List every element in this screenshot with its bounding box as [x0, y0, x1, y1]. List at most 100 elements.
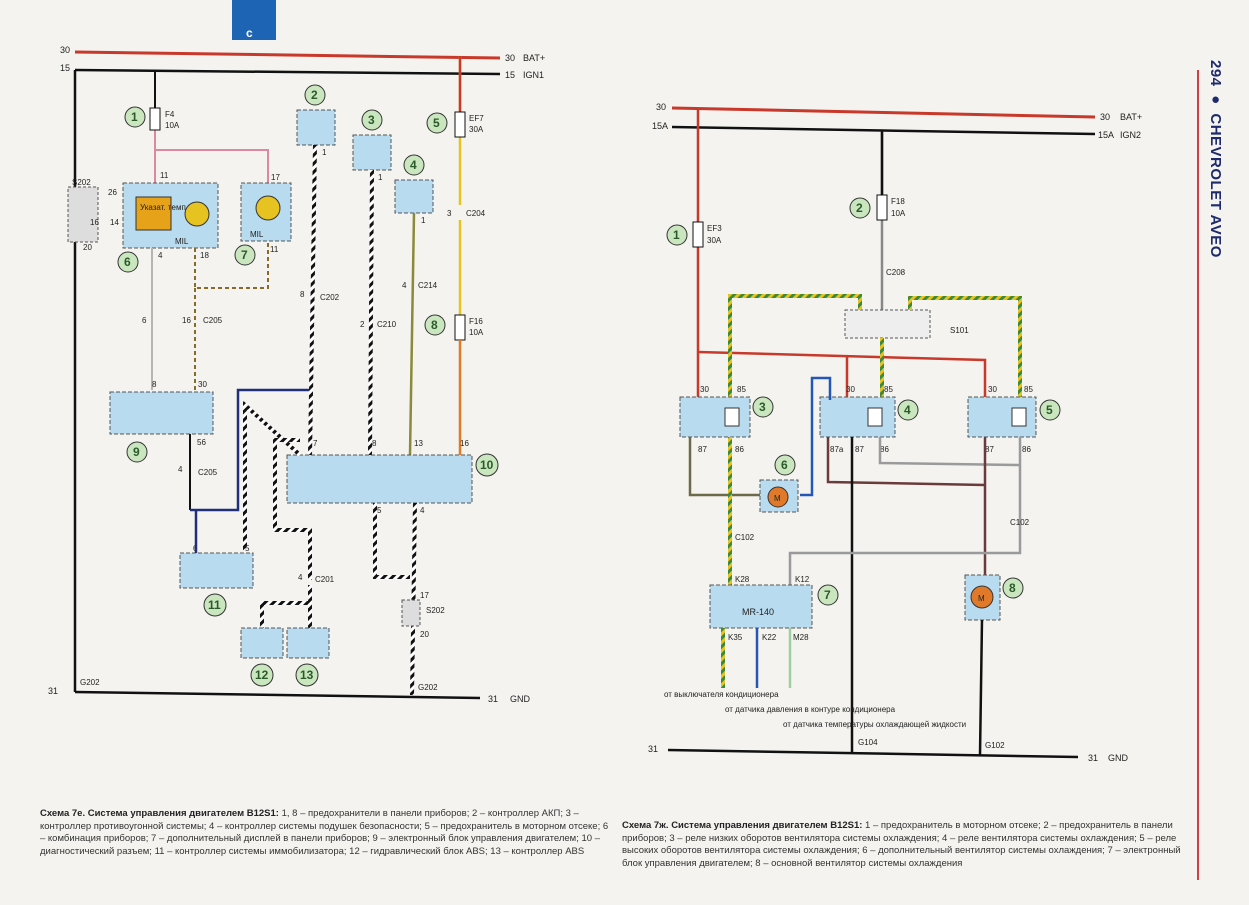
mil-lamp-1 — [184, 201, 210, 227]
left-g202-l: G202 — [80, 678, 100, 687]
svg-text:85: 85 — [884, 385, 893, 394]
svg-text:C214: C214 — [418, 281, 438, 290]
left-bus-15 — [74, 68, 501, 76]
caption-left-title: Схема 7е. Система управления двигателем … — [40, 808, 279, 819]
badge-l12 — [250, 663, 274, 687]
svg-text:20: 20 — [420, 630, 429, 639]
svg-text:K28: K28 — [735, 575, 750, 584]
fuse-f16 — [454, 314, 466, 341]
svg-text:5: 5 — [433, 116, 440, 130]
svg-text:1: 1 — [322, 148, 327, 157]
s202-label-left: S202 — [72, 178, 91, 187]
svg-text:4: 4 — [178, 465, 183, 474]
svg-text:8: 8 — [431, 318, 438, 332]
ecu-mr140-box — [709, 584, 813, 629]
svg-text:16: 16 — [90, 218, 99, 227]
svg-text:13: 13 — [414, 439, 423, 448]
badge-l5 — [426, 112, 448, 134]
fuse-ef7 — [454, 111, 466, 138]
right-bus-30 — [671, 106, 1096, 119]
badge-l11 — [203, 593, 227, 617]
antitheft-controller-box — [352, 134, 392, 171]
svg-text:56: 56 — [197, 438, 206, 447]
main-fan-motor — [970, 585, 994, 609]
svg-text:5: 5 — [245, 544, 250, 553]
svg-text:14: 14 — [110, 218, 119, 227]
svg-text:G104: G104 — [858, 738, 878, 747]
svg-text:1: 1 — [421, 216, 426, 225]
left-bus15-r: 15 — [505, 70, 515, 80]
left-gnd-r: 31 — [488, 694, 498, 704]
svg-text:4: 4 — [420, 506, 425, 515]
badge-l10 — [475, 453, 499, 477]
svg-text:15A: 15A — [1098, 130, 1114, 140]
left-gnd-l: 31 — [48, 686, 58, 696]
svg-text:30: 30 — [198, 380, 207, 389]
temp-gauge-label: Указат. темп. — [140, 203, 188, 212]
svg-text:3: 3 — [759, 400, 766, 414]
badge-l1 — [124, 106, 146, 128]
svg-text:C205: C205 — [203, 316, 223, 325]
svg-text:16: 16 — [182, 316, 191, 325]
svg-text:K12: K12 — [795, 575, 810, 584]
left-bus30-r: 30 — [505, 53, 515, 63]
svg-text:4: 4 — [904, 403, 911, 417]
mil-lamp-2 — [255, 195, 281, 221]
svg-text:30: 30 — [700, 385, 709, 394]
left-g202-r: G202 — [418, 683, 438, 692]
svg-text:18: 18 — [200, 251, 209, 260]
caption-left: Схема 7е. Система управления двигателем … — [40, 808, 615, 858]
left-diagram: 30 15 30 BAT+ 15 IGN1 31 G202 31 GND G20… — [48, 45, 545, 704]
svg-text:30: 30 — [988, 385, 997, 394]
svg-text:C208: C208 — [886, 268, 906, 277]
right-diagram: 30 15A 30 BAT+ 15A IGN2 31 31 GND G104 G… — [648, 102, 1142, 763]
svg-text:S202: S202 — [426, 606, 445, 615]
svg-text:4: 4 — [410, 158, 417, 172]
svg-text:86: 86 — [880, 445, 889, 454]
atc-controller-box — [296, 109, 336, 146]
svg-text:K35: K35 — [728, 633, 743, 642]
fuse-f4-rating: 10A — [165, 121, 180, 130]
svg-text:2: 2 — [856, 201, 863, 215]
svg-text:20: 20 — [83, 243, 92, 252]
svg-text:K22: K22 — [762, 633, 777, 642]
brand-name: CHEVROLET AVEO — [1207, 113, 1224, 258]
badge-l6 — [117, 251, 139, 273]
svg-text:31: 31 — [1088, 753, 1098, 763]
svg-text:6: 6 — [781, 458, 788, 472]
tab-letter: c — [246, 26, 253, 40]
svg-text:86: 86 — [735, 445, 744, 454]
badge-r8 — [1002, 577, 1024, 599]
svg-text:17: 17 — [420, 591, 429, 600]
svg-text:3: 3 — [447, 209, 452, 218]
svg-text:2: 2 — [360, 320, 365, 329]
svg-text:M: M — [978, 594, 985, 603]
svg-text:C210: C210 — [377, 320, 397, 329]
page-header-text: 294 ● CHEVROLET AVEO — [1207, 60, 1224, 258]
abs-controller-box — [286, 627, 330, 659]
svg-text:30: 30 — [1100, 112, 1110, 122]
note-coolant-temp: от датчика температуры охлаждающей жидко… — [783, 720, 966, 729]
svg-text:C201: C201 — [315, 575, 335, 584]
svg-text:6: 6 — [142, 316, 147, 325]
svg-text:10A: 10A — [891, 209, 906, 218]
badge-r5 — [1039, 399, 1061, 421]
svg-text:F18: F18 — [891, 197, 905, 206]
mil-label-1: MIL — [175, 237, 189, 246]
left-badges: 1 2 3 4 5 6 7 8 9 10 11 12 13 — [117, 84, 499, 687]
svg-text:5: 5 — [377, 506, 382, 515]
caption-right-title: Схема 7ж. Система управления двигателем … — [622, 820, 863, 831]
svg-text:10: 10 — [480, 458, 494, 472]
svg-text:13: 13 — [300, 668, 314, 682]
svg-text:EF7: EF7 — [469, 114, 484, 123]
s101-splice — [844, 309, 931, 339]
svg-text:9: 9 — [133, 445, 140, 459]
svg-text:7: 7 — [241, 248, 248, 262]
svg-text:3: 3 — [368, 113, 375, 127]
ecu-9-box — [109, 391, 214, 435]
svg-text:BAT+: BAT+ — [1120, 112, 1142, 122]
svg-text:11: 11 — [270, 245, 279, 254]
left-bus30-name: BAT+ — [523, 53, 545, 63]
svg-text:10A: 10A — [469, 328, 484, 337]
svg-text:8: 8 — [372, 439, 377, 448]
